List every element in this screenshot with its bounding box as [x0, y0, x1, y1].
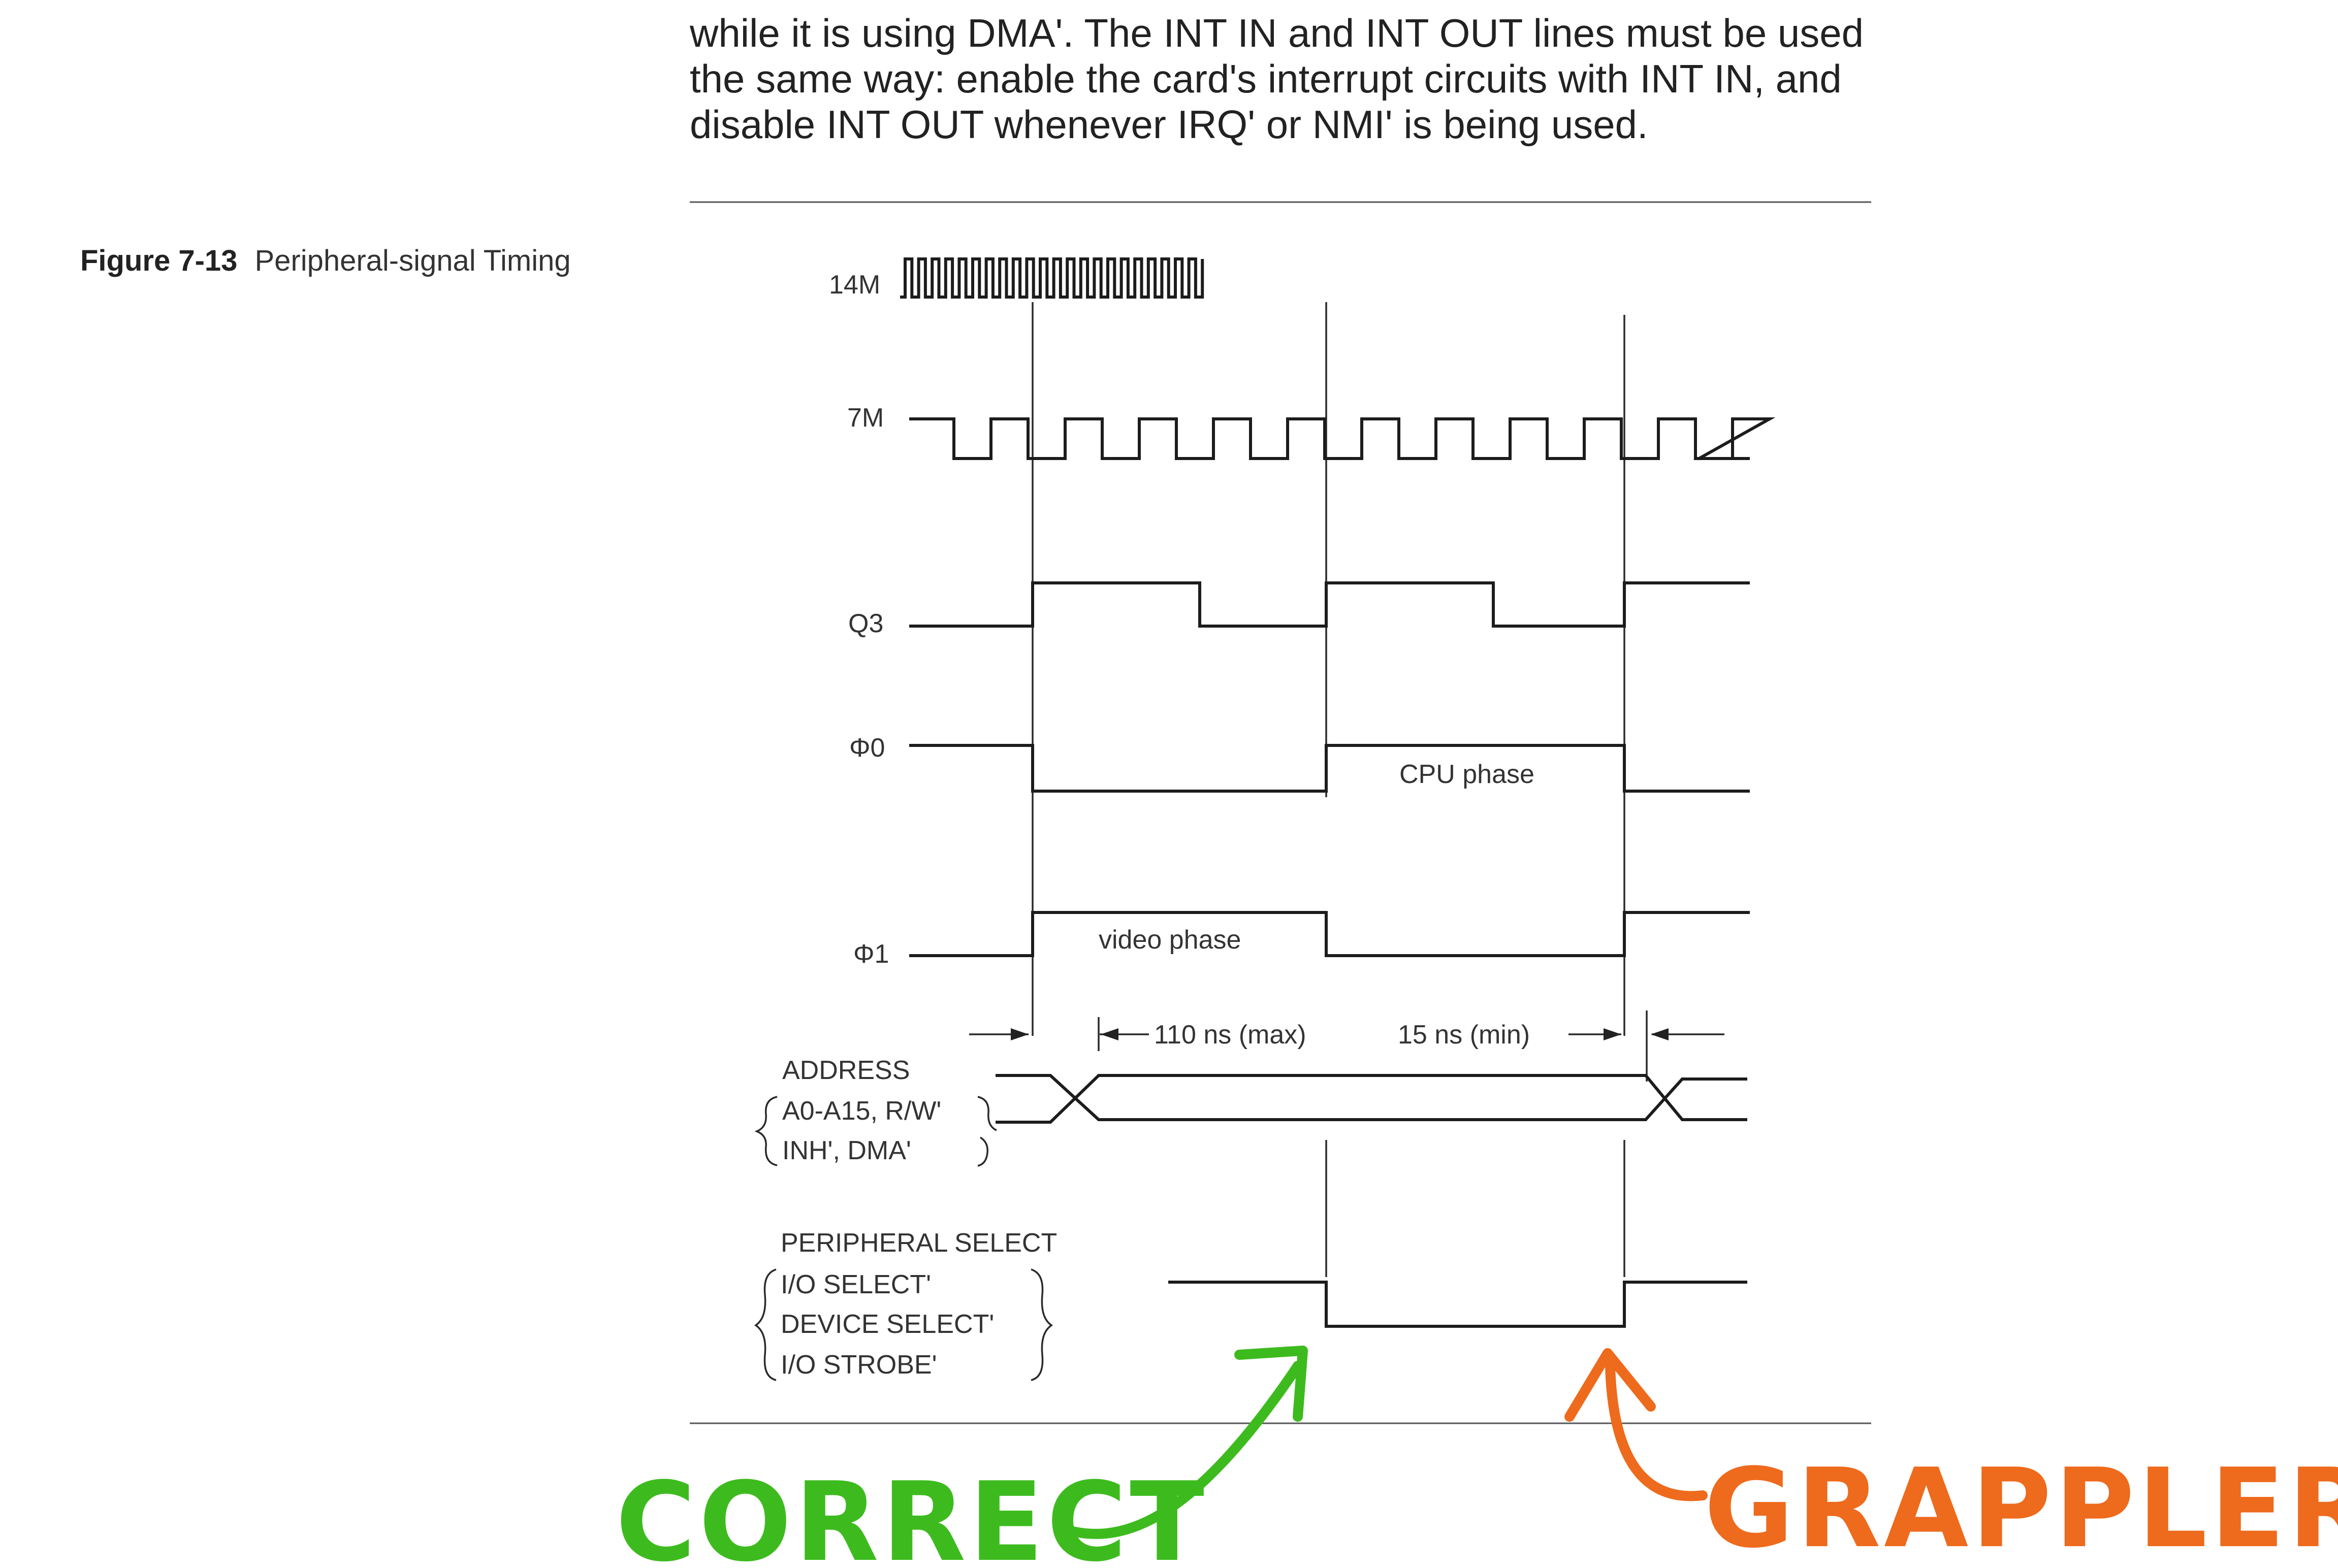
peripheral-line-2: DEVICE SELECT' [781, 1310, 994, 1339]
grappler-arrow [1564, 1348, 1708, 1501]
correct-annotation: CORRECT [616, 1346, 1308, 1568]
waveform-14m [900, 257, 1204, 299]
waveform-q3 [909, 581, 1750, 628]
figure-label: Figure 7-13 [80, 244, 237, 277]
peripheral-line-1: I/O SELECT' [781, 1270, 931, 1299]
label-7m: 7M [847, 403, 884, 433]
address-brace-right [977, 1096, 997, 1131]
peripheral-line-3: I/O STROBE' [781, 1350, 937, 1380]
peripheral-labels: PERIPHERAL SELECT I/O SELECT' DEVICE SEL… [754, 1228, 1057, 1381]
figure-caption: Figure 7-13 Peripheral-signal Timing [80, 244, 571, 277]
timing-dimensions: 110 ns (max) 15 ns (min) [969, 1017, 1724, 1051]
paragraph-line-2: the same way: enable the card's interrup… [690, 56, 1842, 101]
peripheral-title: PERIPHERAL SELECT [781, 1228, 1057, 1258]
arrow-head [1101, 1028, 1118, 1040]
address-brace-left [754, 1096, 778, 1166]
label-phi0: Φ0 [849, 733, 885, 763]
video-phase-label: video phase [1099, 925, 1241, 955]
peripheral-brace-left [754, 1268, 777, 1381]
waveform-peripheral-select [1168, 1281, 1747, 1328]
address-bus [996, 1074, 1747, 1124]
address-line-a [996, 1074, 1747, 1121]
waveform-7m [909, 417, 1776, 460]
paragraph-line-1: while it is using DMA'. The INT IN and I… [689, 11, 1864, 55]
address-labels: ADDRESS A0-A15, R/W' INH', DMA' [754, 1056, 997, 1167]
label-q3: Q3 [848, 609, 883, 638]
max-delay-label: 110 ns (max) [1154, 1020, 1306, 1050]
grappler-note: GRAPPLER+ [1704, 1445, 2338, 1568]
correct-note: CORRECT [616, 1458, 1207, 1568]
cpu-phase-label: CPU phase [1399, 760, 1534, 789]
intro-paragraph: while it is using DMA'. The INT IN and I… [689, 11, 1864, 147]
grappler-annotation: GRAPPLER+ [1564, 1348, 2338, 1568]
arrow-head [1651, 1028, 1669, 1040]
min-hold-label: 15 ns (min) [1398, 1020, 1530, 1050]
address-line-b [996, 1074, 1747, 1124]
address-line-1: A0-A15, R/W' [782, 1096, 941, 1126]
arrow-head [1011, 1028, 1029, 1040]
address-title: ADDRESS [782, 1056, 910, 1085]
waveform-phi0 [909, 744, 1750, 793]
waveform-phi1 [909, 911, 1750, 957]
figure-title: Peripheral-signal Timing [254, 244, 570, 277]
peripheral-brace-right [1031, 1268, 1053, 1381]
label-phi1: Φ1 [853, 939, 889, 969]
arrow-head [1604, 1028, 1621, 1040]
address-line-2: INH', DMA' [782, 1136, 911, 1165]
correct-arrow [1056, 1346, 1308, 1539]
address-brace-right-lower [977, 1136, 988, 1167]
paragraph-line-3: disable INT OUT whenever IRQ' or NMI' is… [690, 102, 1648, 147]
label-14m: 14M [829, 270, 880, 300]
